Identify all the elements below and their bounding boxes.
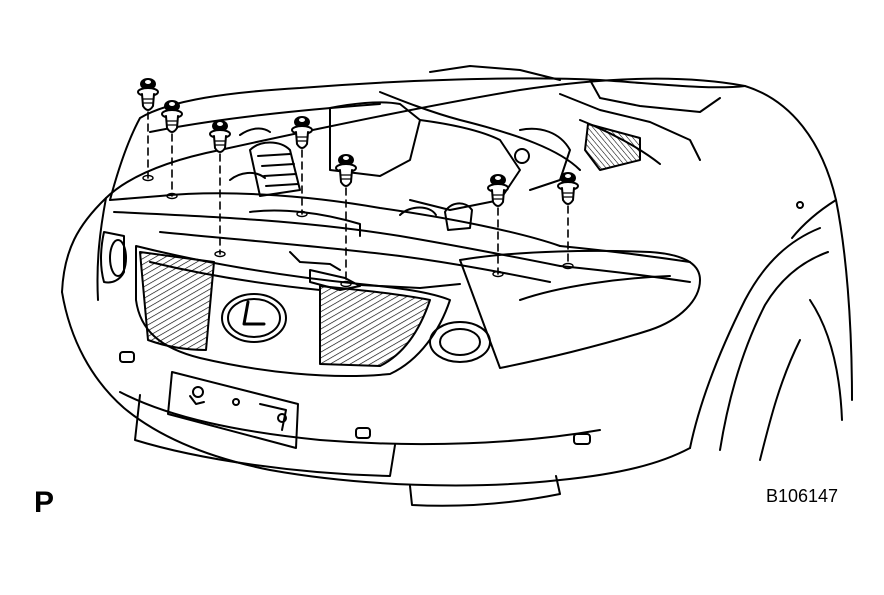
clip [137,78,159,182]
figure-id: B106147 [766,486,839,506]
license-plate [167,371,299,449]
clip [291,116,313,218]
engine-bay [109,65,746,291]
clip [335,154,357,288]
headlight-right [429,249,701,369]
emblem [221,293,287,343]
car-body [61,77,853,507]
clip [487,174,509,278]
bumper-details [119,351,591,449]
headlight-left [100,231,127,284]
clip-group [137,78,579,288]
grille [135,245,451,378]
clip [557,172,579,270]
clip [161,100,183,200]
view-label: P [34,486,55,519]
clip [209,120,231,258]
